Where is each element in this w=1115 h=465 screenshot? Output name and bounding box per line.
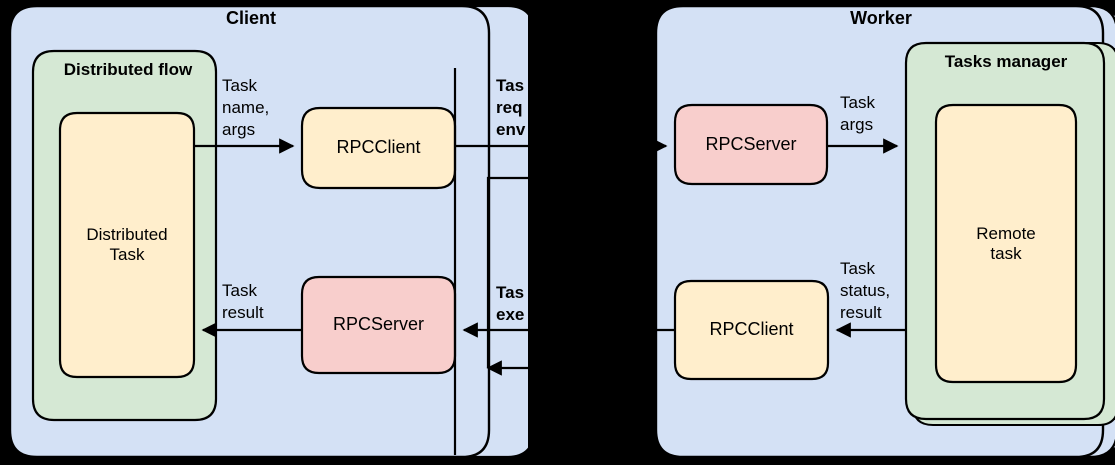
edge-label-line: name,: [222, 97, 270, 117]
occlusion-corner-top-left: [0, 0, 14, 10]
worker-container-title: Worker: [850, 8, 912, 28]
edge-label-line: result: [840, 302, 882, 322]
edge-label-task-request-env: Tas req env: [496, 75, 525, 140]
edge-label-task-args: Task args: [840, 92, 875, 136]
client-rpcclient-label: RPCClient: [336, 137, 421, 158]
edge-label-line: Tas: [496, 283, 525, 302]
edge-label-line: args: [840, 114, 874, 134]
client-rpcserver-label: RPCServer: [332, 314, 425, 335]
edge-label-line: Tas: [496, 76, 525, 95]
edge-label-line: Task: [222, 281, 257, 300]
edge-label-line: status,: [840, 280, 891, 300]
edge-label-line: exe: [496, 304, 525, 324]
client-container-title: Client: [225, 8, 276, 28]
occlusion-band-center: [528, 0, 656, 465]
edge-label-task-result: Task result: [222, 280, 264, 324]
edge-label-task-name-args: Task name, args: [222, 75, 269, 140]
edge-label-task-status-result: Task status, result: [840, 258, 890, 323]
worker-rpcserver-node[interactable]: [673, 103, 829, 186]
worker-rpcclient-node[interactable]: [673, 279, 830, 381]
edge-label-task-execution: Tas exe: [496, 282, 524, 326]
edge-label-line: args: [222, 119, 256, 139]
worker-rpcserver-label: RPCServer: [705, 133, 797, 154]
edge-label-line: Task: [222, 76, 257, 95]
edge-label-line: req: [496, 97, 523, 117]
distributed-flow-title: Distributed flow: [63, 60, 193, 79]
edge-label-line: env: [496, 119, 526, 139]
edge-label-line: Task: [840, 259, 875, 278]
distributed-task-label: Distributed Task: [86, 225, 168, 264]
worker-rpcclient-label: RPCClient: [709, 319, 794, 340]
distributed-task-node[interactable]: [58, 111, 196, 379]
remote-task-label: Remote task: [976, 223, 1036, 263]
edge-label-line: result: [222, 302, 264, 322]
edge-label-line: Task: [840, 93, 875, 112]
remote-task-node[interactable]: [934, 103, 1078, 384]
tasks-manager-title: Tasks manager: [944, 52, 1068, 71]
